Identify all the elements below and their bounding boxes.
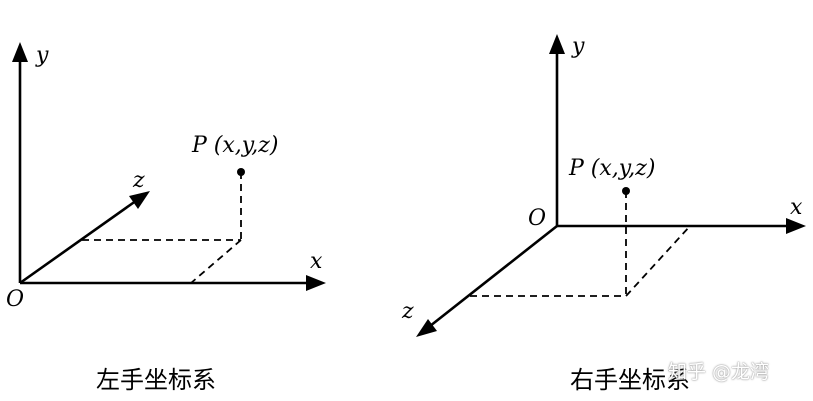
- left-origin-label: O: [6, 287, 24, 312]
- left-z-label: z: [132, 168, 145, 193]
- right-point-p: [622, 187, 630, 195]
- right-y-label: y: [571, 34, 585, 59]
- left-handed-diagram: y z x O P (x,y,z): [6, 42, 326, 312]
- left-y-arrowhead: [12, 42, 28, 62]
- left-x-label: x: [310, 249, 323, 274]
- right-y-arrowhead: [549, 34, 565, 54]
- watermark: 知乎 @龙湾: [668, 361, 770, 383]
- right-origin-label: O: [528, 206, 546, 231]
- left-dash-diagonal: [190, 239, 242, 284]
- left-point-p: [237, 168, 245, 176]
- right-x-arrowhead: [786, 218, 806, 234]
- right-z-axis: [424, 224, 558, 332]
- right-dash-diagonal: [625, 225, 691, 297]
- right-z-arrowhead: [416, 319, 437, 337]
- left-point-label: P (x,y,z): [191, 133, 278, 158]
- left-x-arrowhead: [306, 275, 326, 291]
- right-x-label: x: [790, 195, 803, 220]
- right-handed-diagram: y x z O P (x,y,z): [401, 34, 806, 337]
- left-z-arrowhead: [129, 191, 150, 209]
- right-point-label: P (x,y,z): [568, 156, 655, 181]
- left-caption: 左手坐标系: [96, 366, 216, 394]
- right-caption: 右手坐标系: [570, 366, 690, 394]
- left-y-label: y: [35, 43, 49, 68]
- left-z-axis: [19, 196, 141, 285]
- right-z-label: z: [401, 299, 414, 324]
